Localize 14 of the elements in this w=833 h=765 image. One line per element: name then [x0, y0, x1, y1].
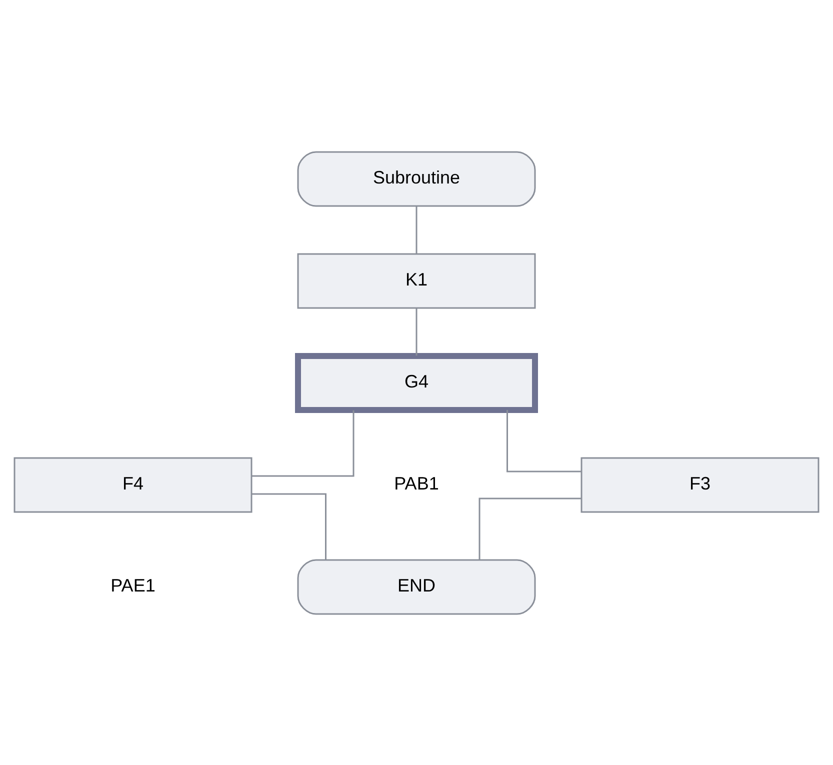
connector	[252, 492, 326, 560]
connector	[478, 497, 582, 560]
label: PAE1	[110, 575, 156, 596]
connector	[416, 206, 418, 254]
node-box: G4	[295, 352, 538, 412]
node-box: Subroutine	[297, 150, 536, 206]
node-box: F3	[580, 456, 820, 512]
node-box: K1	[297, 252, 536, 308]
connector	[416, 308, 418, 356]
node-box: F4	[14, 456, 252, 512]
label: PAB1	[394, 473, 439, 494]
node-box: END	[297, 558, 536, 614]
connector	[506, 410, 582, 472]
connector	[252, 410, 354, 476]
